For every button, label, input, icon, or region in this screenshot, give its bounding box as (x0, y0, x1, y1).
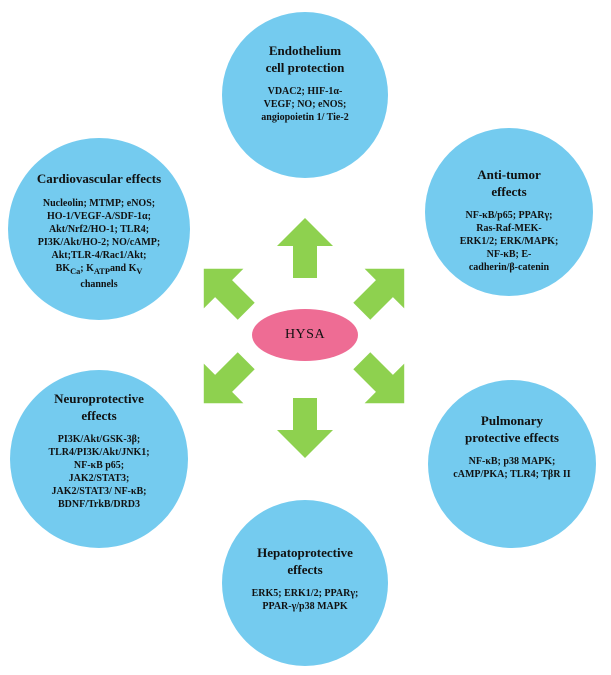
body-line: PI3K/Akt/GSK-3β; (57, 434, 141, 445)
body-line: angiopoietin 1/ Tie-2 (261, 112, 349, 123)
node-cardio: Cardiovascular effects Nucleolin; MTMP; … (8, 138, 190, 320)
node-endothelium: Endothelium cell protection VDAC2; HIF-1… (222, 12, 388, 178)
node-antitumor-body: NF-κB/p65; PPARγ; Ras-Raf-MEK- ERK1/2; E… (460, 209, 559, 274)
body-line: NF-κB; E- (486, 249, 532, 260)
body-line: BDNF/TrkB/DRD3 (57, 499, 141, 510)
katp-base: K (86, 263, 94, 274)
title-line: protective effects (465, 430, 559, 445)
title-line: effects (491, 184, 527, 199)
title-line: Pulmonary (480, 413, 544, 428)
body-line: cAMP/PKA; TLR4; TβR II (453, 469, 571, 480)
title-line: Cardiovascular effects (36, 171, 162, 186)
title-line: Neuroprotective (54, 391, 144, 406)
body-line: cadherin/β-catenin (468, 262, 550, 273)
node-neuro: Neuroprotective effects PI3K/Akt/GSK-3β;… (10, 370, 188, 548)
body-line: JAK2/STAT3/ NF-κB; (51, 486, 147, 497)
body-line: VDAC2; HIF-1α- (267, 86, 343, 97)
title-line: Anti-tumor (477, 167, 541, 182)
node-antitumor-title: Anti-tumor effects (477, 166, 541, 200)
arrow-up-left-icon (203, 268, 255, 320)
body-line: TLR4/PI3K/Akt/JNK1; (48, 447, 150, 458)
center-hub: HYSA (252, 309, 358, 361)
body-line: ERK5; ERK1/2; PPARγ; (251, 588, 359, 599)
node-endothelium-title: Endothelium cell protection (266, 42, 345, 76)
channels-word: channels (80, 279, 118, 290)
node-pulmonary: Pulmonary protective effects NF-κB; p38 … (428, 380, 596, 548)
body-line: VEGF; NO; eNOS; (263, 99, 347, 110)
node-pulmonary-body: NF-κB; p38 MAPK; cAMP/PKA; TLR4; TβR II (453, 455, 570, 481)
node-cardio-body: Nucleolin; MTMP; eNOS; HO-1/VEGF-A/SDF-1… (38, 197, 160, 291)
title-line: Hepatoprotective (257, 545, 353, 560)
arrow-up-icon (277, 218, 333, 278)
title-line: effects (287, 562, 323, 577)
arrow-down-icon (277, 398, 333, 458)
body-line: NF-κB; p38 MAPK; (468, 456, 556, 467)
channel-line: BKCa; KATPand KV (55, 263, 143, 276)
kv-sub: V (136, 267, 143, 276)
node-antitumor: Anti-tumor effects NF-κB/p65; PPARγ; Ras… (425, 128, 593, 296)
body-line: Nucleolin; MTMP; eNOS; (42, 198, 156, 209)
arrow-up-right-icon (353, 268, 405, 320)
title-line: effects (81, 408, 117, 423)
body-line: NF-κB/p65; PPARγ; (465, 210, 553, 221)
kv-base: K (128, 263, 137, 274)
node-cardio-title: Cardiovascular effects (37, 170, 161, 187)
node-neuro-title: Neuroprotective effects (54, 390, 144, 424)
body-line: ERK1/2; ERK/MAPK; (459, 236, 559, 247)
body-line: JAK2/STAT3; (68, 473, 130, 484)
body-line: Ras-Raf-MEK- (476, 223, 542, 234)
node-neuro-body: PI3K/Akt/GSK-3β; TLR4/PI3K/Akt/JNK1; NF-… (48, 433, 149, 511)
title-line: cell protection (265, 60, 345, 75)
katp-sub: ATP (93, 267, 110, 276)
bkca-sub: Ca (70, 267, 81, 276)
arrow-down-right-icon (353, 352, 405, 404)
node-hepato-body: ERK5; ERK1/2; PPARγ; PPAR-γ/p38 MAPK (252, 587, 359, 613)
arrow-down-left-icon (203, 352, 255, 404)
node-pulmonary-title: Pulmonary protective effects (465, 412, 559, 446)
node-hepato-title: Hepatoprotective effects (257, 544, 353, 578)
body-line: Akt/Nrf2/HO-1; TLR4; (48, 224, 150, 235)
title-line: Endothelium (268, 43, 342, 58)
body-line: HO-1/VEGF-A/SDF-1α; (47, 211, 151, 222)
body-line: NF-κB p65; (73, 460, 125, 471)
body-line: PPAR-γ/p38 MAPK (262, 601, 348, 612)
katp-joiner: and (109, 263, 127, 274)
bkca-base: BK (55, 263, 71, 274)
node-endothelium-body: VDAC2; HIF-1α- VEGF; NO; eNOS; angiopoie… (261, 85, 348, 124)
body-line: PI3K/Akt/HO-2; NO/cAMP; (37, 237, 161, 248)
body-line: Akt;TLR-4/Rac1/Akt; (51, 250, 147, 261)
node-hepato: Hepatoprotective effects ERK5; ERK1/2; P… (222, 500, 388, 666)
center-label: HYSA (284, 327, 326, 342)
